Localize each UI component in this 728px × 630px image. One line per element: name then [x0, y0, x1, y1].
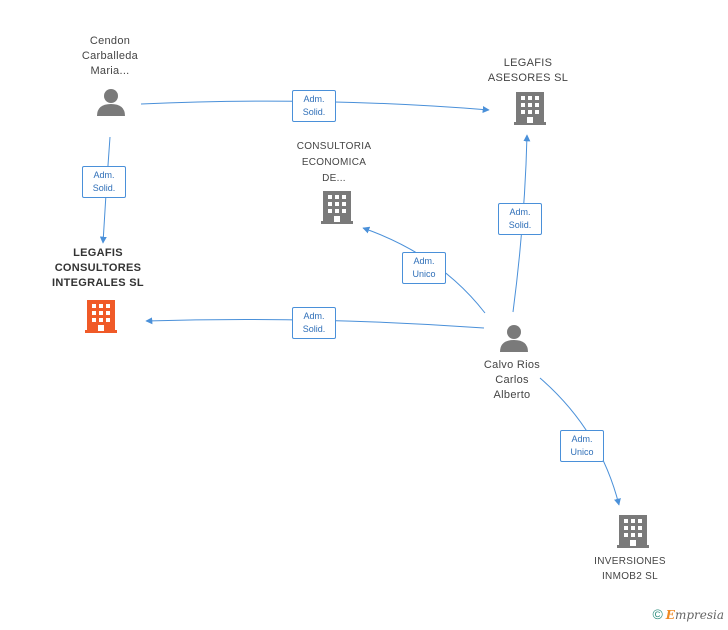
edge-label-calvo-to-legafis-asesores: Adm. Solid. — [498, 203, 542, 235]
edge-label-calvo-to-legafis-consultores: Adm. Solid. — [292, 307, 336, 339]
building-icon-highlighted[interactable] — [85, 300, 117, 333]
empresia-logo: ©Empresia — [652, 606, 724, 622]
building-icon[interactable] — [321, 191, 353, 224]
node-label-calvo[interactable]: Calvo Rios Carlos Alberto — [483, 359, 541, 401]
node-label-inversiones[interactable]: INVERSIONES INMOB2 SL — [594, 556, 666, 582]
edge-label-cendon-to-legafis-consultores: Adm. Solid. — [82, 166, 126, 198]
edge-label-calvo-to-consultoria: Adm. Unico — [402, 252, 446, 284]
node-label-cendon[interactable]: Cendon Carballeda Maria... — [81, 35, 139, 77]
brand-initial: E — [665, 608, 675, 622]
copyright-symbol: © — [652, 606, 663, 622]
person-icon[interactable] — [500, 325, 528, 352]
brand-name: mpresia — [674, 608, 724, 622]
building-icon[interactable] — [514, 92, 546, 125]
edge-label-calvo-to-inversiones: Adm. Unico — [560, 430, 604, 462]
node-label-legafis-asesores[interactable]: LEGAFIS ASESORES SL — [487, 57, 569, 84]
building-icon[interactable] — [617, 515, 649, 548]
node-label-consultoria[interactable]: CONSULTORIA ECONOMICA DE... — [296, 141, 372, 184]
edge-label-cendon-to-legafis-asesores: Adm. Solid. — [292, 90, 336, 122]
person-icon[interactable] — [97, 89, 125, 116]
node-label-legafis-consultores[interactable]: LEGAFIS CONSULTORES INTEGRALES SL — [52, 247, 144, 289]
